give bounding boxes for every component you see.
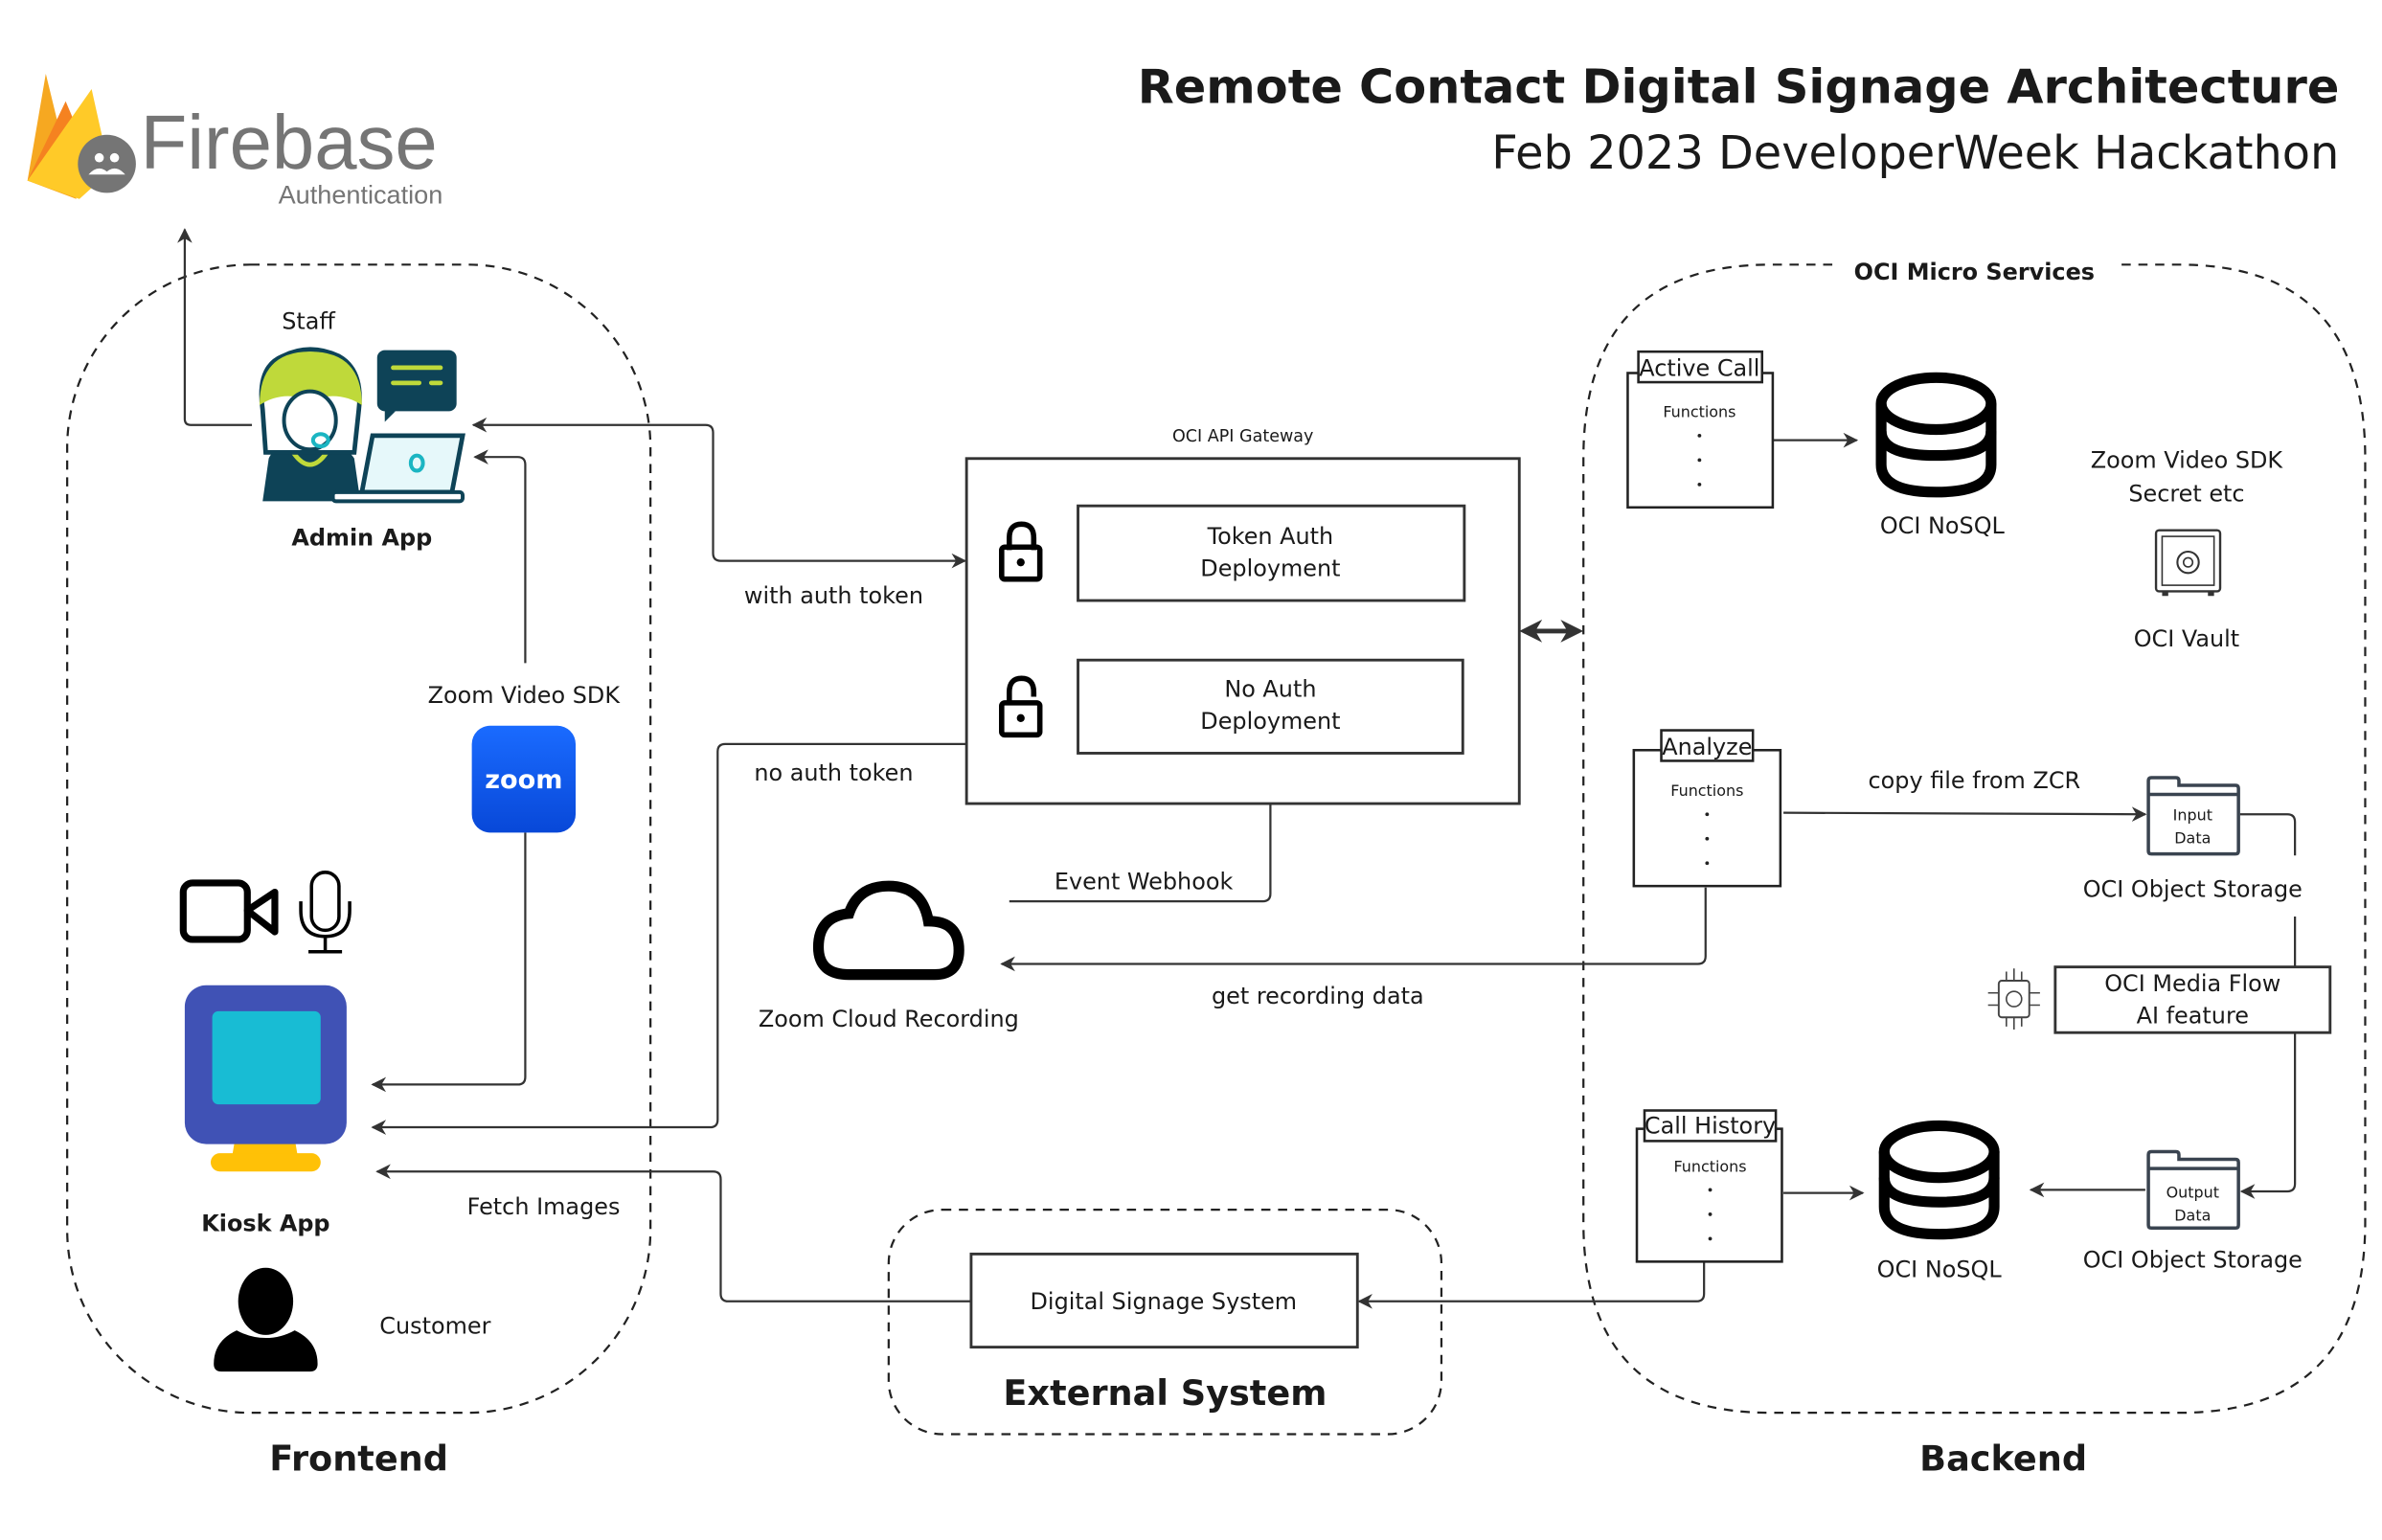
- svg-text:Functions: Functions: [1670, 781, 1743, 800]
- connector-webhook: [1009, 751, 1279, 903]
- video-camera-icon: [179, 879, 279, 943]
- svg-text:Token Auth: Token Auth: [1207, 523, 1334, 550]
- svg-text:zoom: zoom: [485, 765, 562, 795]
- nosql-label-top: OCI NoSQL: [1880, 512, 2006, 539]
- svg-text:Call History: Call History: [1645, 1112, 1776, 1139]
- object-storage-label-input: OCI Object Storage: [2083, 875, 2303, 902]
- vault-caption-line1: Zoom Video SDK: [2091, 446, 2284, 473]
- firebase-wordmark: Firebase: [141, 100, 438, 185]
- svg-text:Input: Input: [2173, 806, 2212, 825]
- function-active-call[interactable]: Active Call Functions: [1626, 350, 1775, 510]
- svg-text:Deployment: Deployment: [1200, 708, 1340, 735]
- connector-input-to-mediaflow: [2239, 813, 2297, 967]
- no-auth-token-label: no auth token: [754, 759, 913, 786]
- connector-zoom-to-admin: [473, 449, 527, 664]
- connector-zoom-to-kiosk: [371, 832, 527, 1093]
- frontend-group-label: Frontend: [269, 1438, 448, 1480]
- nosql-label-bottom: OCI NoSQL: [1877, 1256, 2003, 1282]
- zoom-cloud-recording-label: Zoom Cloud Recording: [759, 1006, 1019, 1032]
- safe-vault-icon[interactable]: [2154, 529, 2222, 597]
- copy-file-label: copy file from ZCR: [1869, 767, 2081, 794]
- microservices-label: OCI Micro Services: [1854, 259, 2095, 285]
- media-flow-box[interactable]: OCI Media Flow AI feature: [2053, 965, 2332, 1034]
- external-group: [887, 1209, 1443, 1436]
- connector-callhistory-to-signage: [1357, 1261, 1706, 1309]
- svg-text:OCI Media Flow: OCI Media Flow: [2104, 970, 2280, 997]
- connector-analyze-to-input: [1783, 806, 2147, 822]
- ai-chip-icon: [1987, 968, 2040, 1030]
- svg-text:Analyze: Analyze: [1662, 734, 1752, 760]
- function-analyze[interactable]: Analyze Functions: [1632, 729, 1782, 888]
- get-recording-data-label: get recording data: [1212, 983, 1424, 1009]
- output-folder-icon[interactable]: Output Data: [2146, 1149, 2240, 1231]
- gateway-title: OCI API Gateway: [1172, 427, 1313, 446]
- connector-gateway-to-admin: [471, 417, 967, 569]
- staff-agent-icon[interactable]: [259, 347, 465, 504]
- lock-open-icon: [999, 675, 1043, 738]
- connector-analyze-to-cloud: [1000, 887, 1707, 972]
- database-icon[interactable]: [1875, 372, 1997, 498]
- customer-person-icon: [214, 1267, 318, 1372]
- svg-text:Digital Signage System: Digital Signage System: [1031, 1288, 1298, 1315]
- token-auth-deployment[interactable]: Token Auth Deployment: [1077, 504, 1466, 602]
- diagram-subtitle: Feb 2023 DeveloperWeek Hackathon: [1491, 127, 2339, 180]
- microphone-icon: [299, 871, 352, 954]
- authentication-users-icon: [78, 134, 136, 193]
- vault-caption-line2: Secret etc: [2128, 480, 2244, 507]
- frontend-group: [66, 263, 652, 1415]
- svg-text:Output: Output: [2166, 1183, 2219, 1201]
- svg-text:Data: Data: [2174, 829, 2211, 848]
- zoom-logo-icon[interactable]: zoom: [471, 725, 577, 833]
- digital-signage-system[interactable]: Digital Signage System: [969, 1252, 1359, 1349]
- svg-text:No Auth: No Auth: [1224, 675, 1316, 702]
- function-call-history[interactable]: Call History Functions: [1635, 1109, 1783, 1263]
- backend-group: [1582, 263, 2367, 1415]
- firebase-logo: Firebase Authentication: [27, 74, 443, 210]
- database-icon[interactable]: [1878, 1120, 2000, 1240]
- svg-text:AI feature: AI feature: [2137, 1003, 2249, 1030]
- connector-mediaflow-to-output: [2239, 1032, 2297, 1199]
- connector-admin-to-firebase: [177, 228, 253, 426]
- input-folder-icon[interactable]: Input Data: [2146, 776, 2240, 856]
- lock-closed-icon: [999, 521, 1043, 582]
- with-auth-token-label: with auth token: [744, 582, 923, 609]
- external-group-label: External System: [1003, 1372, 1327, 1414]
- kiosk-app-label: Kiosk App: [201, 1210, 329, 1236]
- admin-app-label: Admin App: [291, 525, 432, 552]
- object-storage-label-output: OCI Object Storage: [2083, 1247, 2303, 1274]
- staff-label: Staff: [282, 307, 335, 334]
- firebase-product: Authentication: [279, 180, 443, 210]
- cloud-icon[interactable]: [812, 880, 964, 981]
- customer-label: Customer: [379, 1312, 490, 1339]
- no-auth-deployment[interactable]: No Auth Deployment: [1077, 658, 1464, 755]
- zoom-sdk-label: Zoom Video SDK: [428, 682, 622, 709]
- connector-noauth-to-kiosk: [371, 736, 1001, 1135]
- svg-text:Data: Data: [2174, 1206, 2211, 1224]
- svg-text:Active Call: Active Call: [1639, 355, 1759, 382]
- connector-signage-to-kiosk: [375, 1164, 971, 1302]
- fetch-images-label: Fetch Images: [467, 1193, 621, 1220]
- svg-text:Functions: Functions: [1663, 403, 1735, 421]
- event-webhook-label: Event Webhook: [1055, 868, 1234, 895]
- vault-label: OCI Vault: [2134, 625, 2239, 652]
- diagram-title: Remote Contact Digital Signage Architect…: [1138, 58, 2340, 114]
- backend-group-label: Backend: [1919, 1438, 2087, 1480]
- svg-text:Functions: Functions: [1673, 1157, 1746, 1175]
- kiosk-monitor-icon[interactable]: [184, 985, 347, 1172]
- svg-text:Deployment: Deployment: [1200, 555, 1340, 582]
